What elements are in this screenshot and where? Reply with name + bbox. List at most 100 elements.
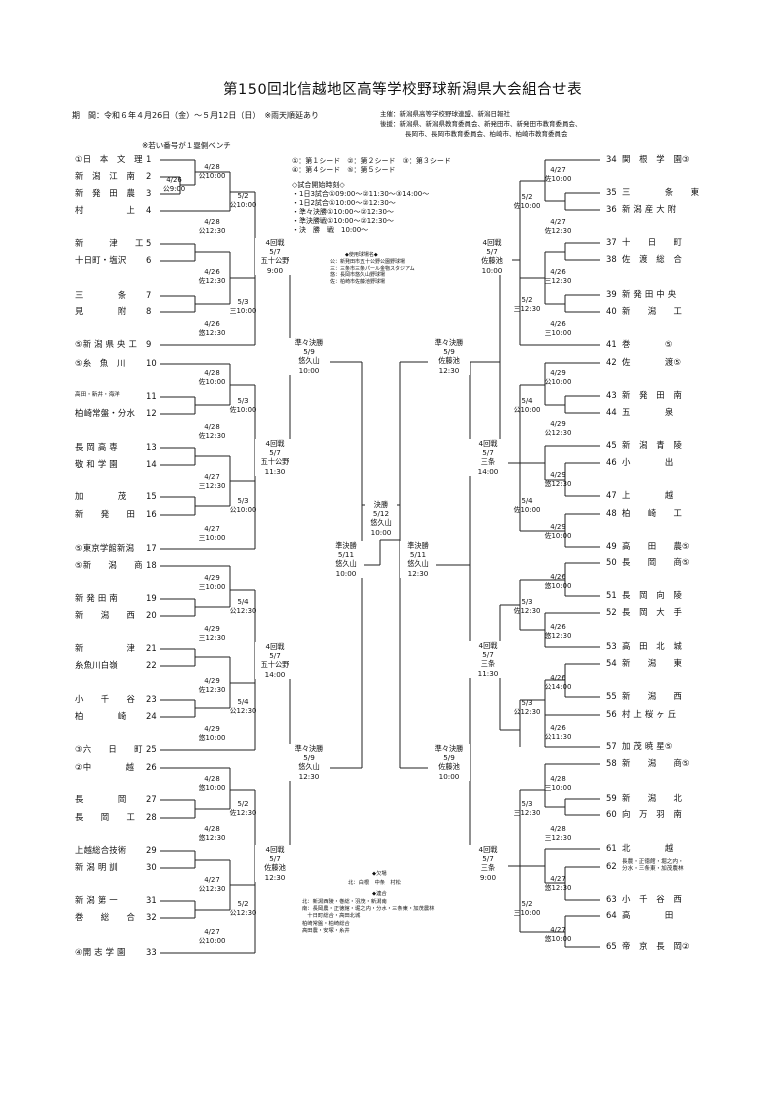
left-qf-match-line: 準々決勝 (294, 338, 324, 347)
right-r2-match-date: 5/3 (521, 699, 533, 707)
final-match-line: 決勝 (373, 500, 389, 509)
left-team-name: 糸魚川白嶺 (75, 660, 118, 670)
left-team-name: 小 千 谷 (75, 694, 136, 704)
left-r1-match-date: 4/27 (204, 525, 220, 533)
left-team-number: 21 (146, 643, 157, 653)
right-r4-match-line: 11:30 (477, 668, 499, 678)
right-r4-match-line: 5/7 (482, 448, 494, 458)
left-team-number: 24 (146, 711, 157, 721)
right-team-number: 41 (606, 339, 617, 349)
right-r2-match-venue: 佐10:00 (513, 201, 541, 210)
right-team-number: 56 (606, 709, 617, 719)
host-text: 主催：新潟県高等学校野球連盟、新潟日報社 (380, 110, 510, 118)
page-title: 第150回北信越地区高等学校野球新潟県大会組合せ表 (223, 82, 583, 98)
left-r1-match-date: 4/29 (204, 725, 220, 733)
right-team-number: 50 (606, 557, 617, 567)
left-team-number: 22 (146, 660, 157, 670)
left-team-name: ⑤新 潟 商 (75, 560, 143, 570)
left-r1-match-date: 4/28 (204, 423, 220, 431)
left-r1-match-date: 4/26 (204, 320, 220, 328)
left-team-number: 17 (146, 543, 157, 553)
left-r1-match-venue: 公9:00 (162, 184, 186, 193)
left-team-name: ①日 本 文 理 (75, 154, 143, 164)
right-r1-match-date: 4/29 (550, 523, 566, 531)
right-r1-match-date: 4/26 (550, 320, 566, 328)
right-r1-match-date: 4/27 (550, 926, 566, 934)
right-r1-match-venue: 三12:30 (544, 276, 572, 285)
venue-line: 三：三条市三条パール金物スタジアム (330, 265, 415, 272)
combined-heading: ◆連合 (372, 891, 387, 897)
left-team-name: 村 上 (75, 205, 136, 215)
right-team-number: 39 (606, 289, 617, 299)
right-r4-match-line: 三条 (480, 863, 496, 873)
right-r2-match-venue: 公10:00 (513, 405, 541, 414)
left-r4-match-line: 5/7 (269, 651, 281, 661)
right-r1-match-date: 4/27 (550, 166, 566, 174)
right-r1-match-venue: 悠12:30 (544, 883, 572, 892)
left-r4-match-line: 4回戦 (265, 642, 285, 651)
left-r1-match-date: 4/27 (204, 876, 220, 884)
right-r1-match-venue: 悠10:00 (544, 581, 572, 590)
right-team-number: 55 (606, 691, 617, 701)
start-time-line: ・1日3試合①09:00～②11:30～③14:00～ (292, 190, 430, 198)
left-r1-match-venue: 悠12:30 (198, 328, 226, 337)
right-team-number: 49 (606, 541, 617, 551)
left-team-number: 13 (146, 442, 157, 452)
right-team-number: 63 (606, 894, 617, 904)
left-team-number: 20 (146, 610, 157, 620)
start-time-line: ・1日2試合①10:00～②12:30～ (292, 199, 396, 207)
left-team-number: 28 (146, 812, 157, 822)
right-r4-match-line: 4回戦 (478, 641, 498, 650)
right-team-name: 新 発 田 中 央 (622, 289, 677, 299)
right-r2-match-venue: 三12:30 (513, 808, 541, 817)
left-r1-match-date: 4/28 (204, 369, 220, 377)
right-qf-match-line: 5/9 (443, 753, 455, 763)
left-team-name: 新 津 工 (75, 238, 144, 248)
right-r2-match-date: 5/3 (521, 598, 533, 606)
right-team-number: 53 (606, 641, 617, 651)
right-team-name: 長 岡 商⑤ (622, 557, 690, 567)
left-r1-match-venue: 佐12:30 (198, 276, 226, 285)
left-team-name: 巻 総 合 (75, 912, 136, 922)
right-r1-match-date: 4/27 (550, 875, 566, 883)
right-r4-match-line: 4回戦 (478, 439, 498, 448)
right-team-name: 三 条 東 (622, 187, 700, 197)
right-team-number: 48 (606, 508, 617, 518)
right-team-number: 47 (606, 490, 617, 500)
left-r1-match-venue: 悠12:30 (198, 833, 226, 842)
left-r2-match-date: 5/3 (237, 298, 249, 306)
right-r1-match-date: 4/28 (550, 775, 566, 783)
left-team-name: 加 茂 (75, 491, 127, 501)
left-team-name: 新 潟 第 一 (75, 895, 118, 905)
left-r1-match-date: 4/29 (204, 574, 220, 582)
combined-line: 十日町総合・高田北城 (302, 913, 361, 920)
right-team-name: 村 上 桜 ヶ 丘 (622, 709, 677, 719)
left-r1-match-venue: 公10:00 (198, 936, 226, 945)
right-team-name: 新 潟 西 (622, 691, 683, 701)
bench-note: ※若い番号が１塁側ベンチ (142, 141, 231, 150)
left-r2-match-venue: 佐12:30 (229, 808, 257, 817)
left-team-name: 三 条 (75, 290, 127, 300)
